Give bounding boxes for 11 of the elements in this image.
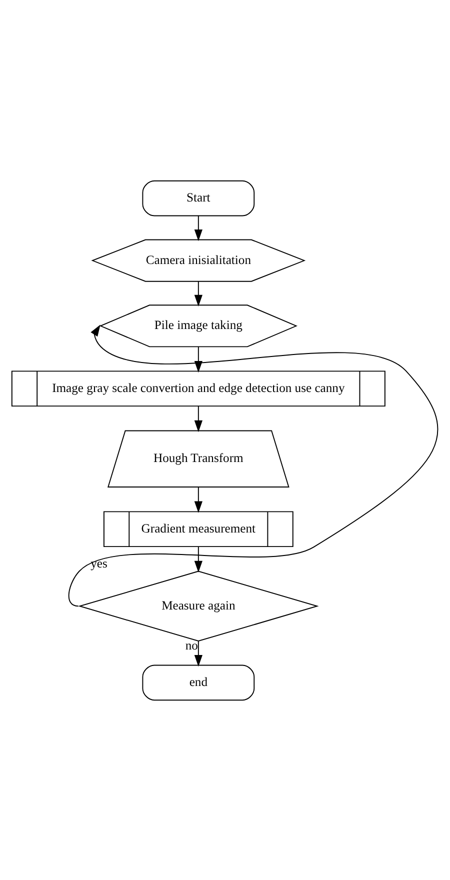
edge-label: yes <box>90 556 108 570</box>
arrow <box>68 324 438 606</box>
arrow <box>194 486 202 512</box>
node-box: Start <box>142 180 255 216</box>
arrow <box>194 405 202 432</box>
node-box: end <box>142 664 255 700</box>
node-diamond: Measure again <box>78 570 319 642</box>
arrow <box>194 280 202 306</box>
arrow <box>194 546 202 572</box>
arrow <box>194 214 202 241</box>
arrow <box>194 640 202 666</box>
